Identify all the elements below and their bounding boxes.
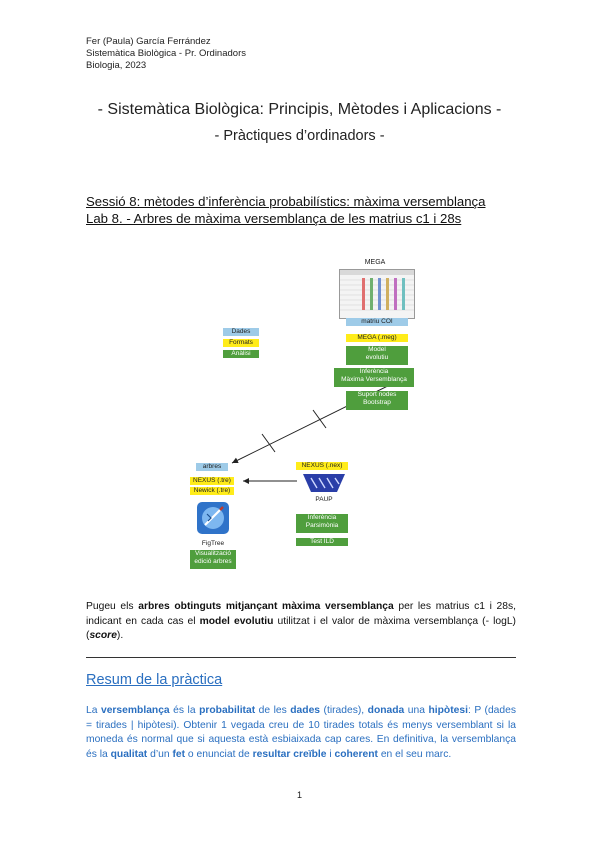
instruction-text-2: per les matrius c1 i 28s, indicant en ca… [86,601,516,627]
box-trees: arbres [196,463,228,471]
instruction-bold-trees: arbres obtinguts mitjançant màxima verse… [138,601,394,612]
summary-text-8: o enunciat de [185,748,253,760]
box-ml-inference: Inferència Màxima Versemblança [334,368,414,387]
paup-label: PAUP [315,496,333,503]
arrow-break-mark-2 [312,409,327,429]
box-bootstrap-line2: Bootstrap [363,399,391,406]
main-title: - Sistemàtica Biològica: Principis, Mèto… [97,101,502,118]
lab-title: Lab 8. - Arbres de màxima versemblança d… [86,211,462,226]
summary-text-7: d’un [147,748,173,760]
summary-key-qualitat: qualitat [110,748,148,760]
box-visualization-line2: edició arbres [194,558,232,565]
figtree-logo-icon [193,499,233,537]
box-model-line1: Model [368,346,386,353]
instruction-text-4: ). [116,630,124,641]
instruction-bold-score: score [89,630,117,641]
instruction-bold-model: model evolutiu [199,615,274,627]
summary-text-1: La [86,705,101,716]
legend-data: Dades [223,328,259,336]
header-degree: Biologia, 2023 [86,60,147,71]
document-header: Fer (Paula) García Ferrández Sistemàtica… [86,36,246,72]
box-parsimony: Inferència Parsimònia [296,514,348,533]
figtree-label: FigTree [201,540,225,547]
paup-logo-icon [301,472,347,494]
summary-text-4: (tirades), [320,705,368,716]
summary-key-hipotesi: hipòtesi [428,705,468,716]
session-title: Sessió 8: mètodes d’inferència probabilí… [86,194,486,209]
summary-text-6: : P (dades = tirades | hipòtesi). Obteni… [86,705,516,760]
box-parsimony-line1: Inferència [307,514,337,521]
summary-key-fet: fet [172,748,186,760]
box-ml-inference-line2: Màxima Versemblança [341,376,407,383]
workflow-diagram: MEGA matriu COI MEGA (.meg) Model evolut… [190,259,415,569]
summary-text-3: de les [255,705,291,716]
summary-key-dades: dades [290,705,321,716]
mega-screenshot [339,269,415,319]
summary-key-probabilitat: probabilitat [199,705,256,716]
instruction-text-1: Pugeu els [86,601,139,612]
diagram-arrows [231,373,413,484]
box-parsimony-line2: Parsimònia [305,522,339,529]
box-model-line2: evolutiu [365,354,389,361]
instruction-text-3: utilitzat i el valor de màxima versembla… [86,615,516,642]
box-bootstrap-line1: Suport nodes [357,391,397,398]
mega-label: MEGA [364,259,386,266]
summary-text-5: una [404,705,429,716]
summary-paragraph: La versemblança és la probabilitat de le… [86,704,516,762]
box-newick-tre: Newick (.tre) [190,487,234,495]
box-matrix: matriu COI [346,318,408,326]
box-visualization-line1: Visualització [194,550,231,557]
summary-text-2: és la [169,705,200,716]
legend-analysis: Anàlisi [223,350,259,358]
mega-table-icon [340,270,414,311]
summary-key-versemblanca: versemblança [100,705,170,716]
box-ml-inference-line1: Inferència [359,368,389,375]
header-course: Sistemàtica Biològica - Pr. Ordinadors [86,48,246,59]
summary-heading: Resum de la pràctica [86,672,223,688]
header-author: Fer (Paula) García Ferrández [86,36,211,47]
section-divider [86,657,516,658]
summary-key-resultar-creible: resultar creïble [252,748,327,760]
session-block: Sessió 8: mètodes d’inferència probabilí… [86,193,516,227]
summary-text-10: en el seu marc. [377,748,452,760]
summary-key-donada: donada [367,705,405,716]
arrow-mega-to-trees [231,373,413,464]
arrow-break-mark-1 [261,433,276,453]
box-bootstrap: Suport nodes Bootstrap [346,391,408,410]
legend-formats: Formats [223,339,259,347]
box-model: Model evolutiu [346,346,408,365]
box-nexus-tre: NEXUS (.tre) [190,477,234,485]
box-nexus-nex: NEXUS (.nex) [296,462,348,470]
box-mega-format: MEGA (.meg) [346,334,408,342]
box-ild-test: Test ILD [296,538,348,546]
instruction-paragraph: Pugeu els arbres obtinguts mitjançant mà… [86,600,516,644]
box-visualization: Visualització edició arbres [190,550,236,569]
summary-key-coherent: coherent [334,748,378,760]
page-number: 1 [296,790,302,800]
sub-title: - Pràctiques d’ordinadors - [214,128,385,144]
summary-text-9: i [326,748,335,760]
